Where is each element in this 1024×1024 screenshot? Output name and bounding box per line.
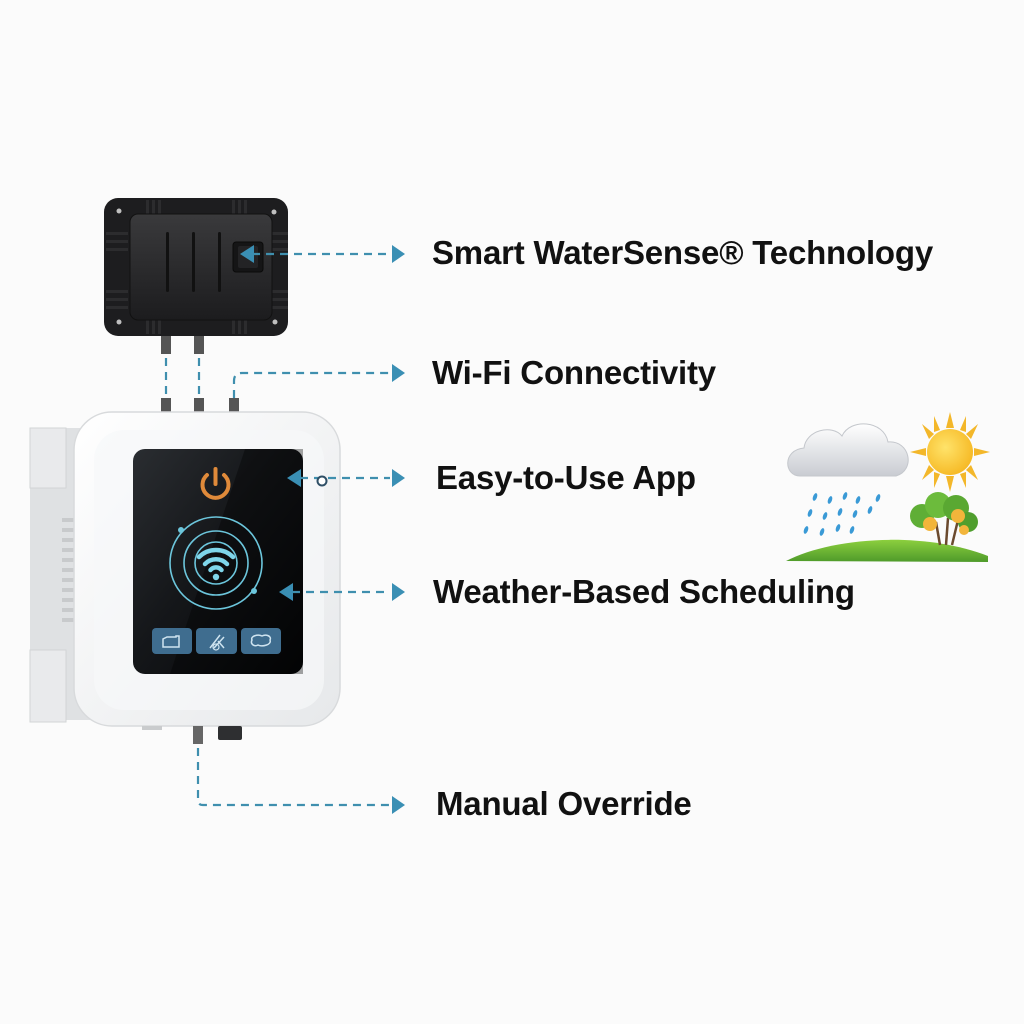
screen-button-cloud[interactable] <box>241 628 281 654</box>
sun-icon <box>910 412 990 492</box>
leader-lines <box>164 252 390 807</box>
power-icon <box>200 467 231 500</box>
weather-illustration <box>786 412 990 562</box>
arrow-right-icon <box>392 364 405 382</box>
feature-label-weather: Weather-Based Scheduling <box>433 573 855 610</box>
wifi-icon <box>196 547 236 573</box>
arrow-left-icon <box>279 583 293 601</box>
feature-label-manual: Manual Override <box>436 785 692 822</box>
sensor-module <box>104 198 288 354</box>
rain-icon <box>803 492 881 536</box>
cloud-icon <box>787 423 909 477</box>
tree-icon <box>910 492 978 546</box>
controller-screen <box>133 449 303 674</box>
feature-label-app: Easy-to-Use App <box>436 459 696 496</box>
arrow-left-icon <box>240 245 254 263</box>
arrow-left-icon <box>287 469 301 487</box>
screen-button-valve[interactable] <box>152 628 192 654</box>
hill-icon <box>786 539 988 562</box>
arrow-right-icon <box>392 583 405 601</box>
app-indicator-icon <box>316 475 328 487</box>
arrow-right-icon <box>392 796 405 814</box>
arrow-right-icon <box>392 469 405 487</box>
feature-label-smart-watersense: Smart WaterSense® Technology <box>432 234 934 271</box>
wifi-rings <box>169 516 263 610</box>
arrowheads <box>240 245 405 814</box>
arrow-right-icon <box>392 245 405 263</box>
feature-label-wifi: Wi-Fi Connectivity <box>432 354 716 391</box>
screen-button-sprinkler[interactable] <box>196 628 237 654</box>
